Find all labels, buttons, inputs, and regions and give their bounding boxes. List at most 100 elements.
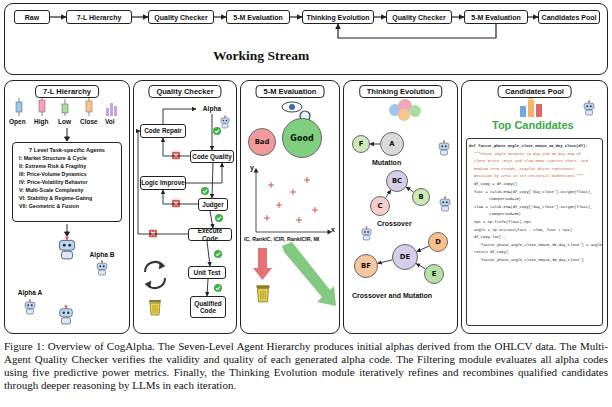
node-label: Qualified Code [191,300,225,314]
node-text: timeperiod=30) [469,211,600,219]
node-label: 5-M Evaluation [471,14,520,21]
alpha-label: Alpha [196,103,228,114]
node-label: DE [400,253,410,261]
connector-arrow [452,16,464,17]
node-label: B [418,193,423,201]
node-text: medium-term trends, angular phase repres… [469,166,600,174]
stage-box: 5-M Evaluation [464,10,528,24]
candle-icons [16,97,117,116]
annotation-label: Crossover [377,220,412,227]
stage-box: Thinking Evolution [302,10,374,24]
connector-arrow [132,16,148,17]
process-box: Execute Code [188,228,232,241]
annotation-label: Crossover and Mutation [352,292,432,299]
alpha-circle: A [380,132,404,156]
connector-arrow [210,211,213,228]
node-label: Unit Test [194,269,221,276]
connector-arrow [290,16,302,17]
node-text: 'factor_phase_angle_close_ema10_30_day_c… [469,257,600,265]
node-text: IV: Price-Volatility Behavior [17,178,117,186]
recycle-icon [145,262,165,288]
node-text: II: Extreme Risk & Fragility [17,162,117,170]
node-text: III: Price-Volume Dynamics [17,170,117,178]
node-label: 7-L Hierarchy [35,85,99,98]
node-text: df_copy = df.copy() [469,181,600,189]
alpha-circle: B [412,188,430,206]
connector-arrow [416,264,425,269]
node-label: Execute Code [189,227,231,241]
stage-box: Raw [14,10,50,24]
node-label: Quality Checker [392,14,445,21]
node-label: Alpha B [90,251,115,258]
connector-arrow [207,241,210,266]
node-label: 7 Level Task-specific Agents [17,146,117,154]
node-label: Code Repair [144,127,182,134]
annotation-label: High [34,118,48,125]
process-box: Code Quality [190,150,234,163]
annotation-label: Top Candidates [492,119,574,131]
decision-box: Judger [198,198,228,211]
node-label: Candidates Pool [497,85,572,98]
node-label: Alpha [203,105,221,112]
alpha-circle: D [428,232,448,252]
node-label: Judger [202,201,223,208]
connector-arrow [163,109,196,124]
node-label: Bad [255,138,270,146]
connector-arrow [138,131,188,234]
node-label: Thinking Evolution [307,14,370,21]
connector-arrow [338,24,496,38]
node-label: Candidates Pool [542,14,597,21]
figure-caption: Figure 1: Overview of CogAlpha. The Seve… [4,340,608,392]
alpha-circle: F [352,135,370,153]
node-text: close price. Fast and slow EMAs capture … [469,158,600,166]
node-label: Logic Improve [141,179,185,186]
connector-arrow [207,279,208,296]
process-box: Unit Test [188,266,226,279]
trash-icon [149,300,161,315]
node-label: A [389,140,394,148]
connector-arrow [212,114,213,150]
connector-arrow [528,16,538,17]
node-text: return df_copy[ [469,249,600,257]
connector-arrow [50,16,66,17]
annotation-label: y [250,164,254,171]
alpha-circle: DE [392,244,418,270]
node-text: I: Market Structure & Cycle [17,154,117,162]
annotation-label: Close [80,118,98,125]
annotation-label: Vol [105,118,115,125]
stage-box: Quality Checker [148,10,214,24]
connector-arrow [214,16,226,17]
annotation-label: Low [58,118,71,125]
node-text: slow = talib.EMA(df_copy['day_close'].as… [469,204,600,212]
connector-arrow [186,163,222,183]
connector-arrow [386,190,391,198]
module-panel: Quality CheckerAlphaCode RepairCode Qual… [133,80,237,334]
alpha-circle: BF [354,254,378,278]
annotation-label: x [331,226,335,233]
stage-box: Candidates Pool [538,10,600,24]
node-label: E [432,270,437,278]
node-label: F [359,140,364,148]
node-text: timeperiod=10) [469,196,600,204]
code-box: def factor_phase_angle_close_ema10_30_da… [466,138,603,326]
connector-arrow [378,260,393,263]
process-box: Code Repair [140,124,186,138]
result-box: Qualified Code [190,296,226,318]
node-text: VII: Geometric & Fusion [17,202,117,210]
node-label: BF [361,262,371,270]
node-label: def factor_phase_angle_close_ema10_30_da… [469,143,600,151]
good-circle: Good [282,118,322,158]
node-label: Quality Checker [148,85,221,98]
node-text: fast = talib.EMA(df_copy['day_close'].as… [469,189,600,197]
module-panel: Candidates Pool def factor_phase_angle_cl… [461,80,608,334]
node-text: df_copy.loc[:, [469,234,600,242]
module-panel: 5-M EvaluationBadGood [240,80,340,334]
brain-icon [389,99,421,121]
stage-box: Quality Checker [386,10,452,24]
node-label: 7-L Hierarchy [77,14,122,21]
connector-arrow [163,138,190,156]
node-label: Quality Checker [154,14,207,21]
node-label: Code Quality [192,153,231,160]
alpha-label: Alpha B [84,249,120,259]
connector-arrow [212,163,213,198]
